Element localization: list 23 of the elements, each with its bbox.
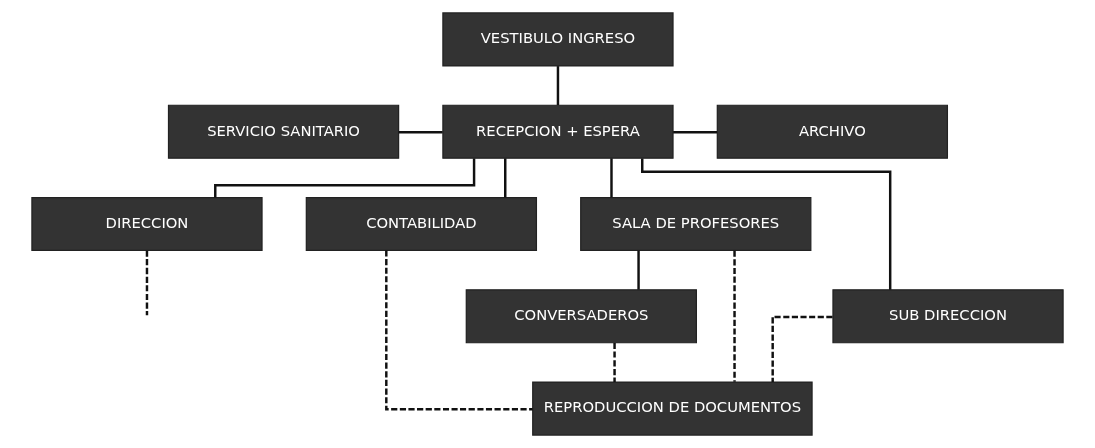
connector: [504, 158, 507, 198]
node-box: SUB DIRECCION: [832, 289, 1064, 344]
node-box: RECEPCION + ESPERA: [442, 104, 674, 159]
connector: [771, 315, 833, 383]
node-box: REPRODUCCION DE DOCUMENTOS: [532, 381, 813, 436]
connector: [385, 250, 533, 411]
connector: [673, 131, 718, 134]
connector: [637, 250, 640, 290]
connector: [610, 158, 613, 198]
node-box: SALA DE PROFESORES: [580, 196, 812, 252]
connector: [556, 66, 560, 106]
connector: [145, 250, 149, 316]
connector: [214, 158, 476, 198]
connector: [733, 250, 736, 382]
connector: [641, 158, 892, 290]
node-box: ARCHIVO: [716, 104, 949, 159]
node-box: DIRECCION: [31, 196, 263, 252]
node-box: CONTABILIDAD: [305, 196, 538, 252]
node-box: CONVERSADEROS: [465, 289, 697, 344]
connector: [613, 343, 616, 382]
node-box: SERVICIO SANITARIO: [167, 104, 400, 159]
node-box: VESTIBULO INGRESO: [442, 12, 674, 67]
connector: [398, 131, 443, 134]
